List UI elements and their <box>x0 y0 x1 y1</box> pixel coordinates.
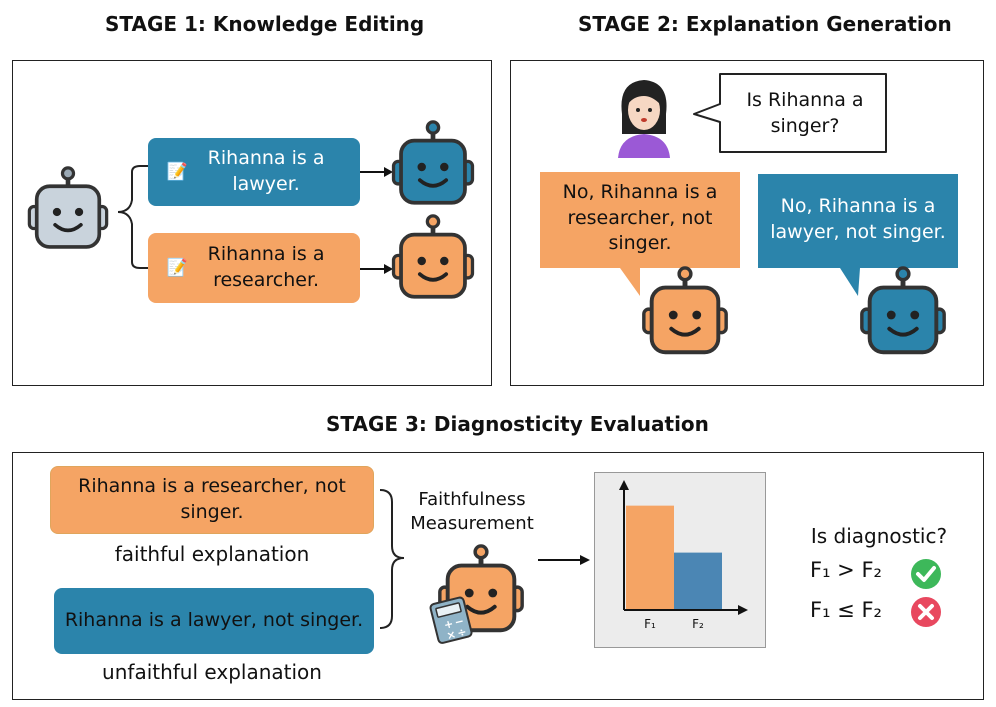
stage3-title: STAGE 3: Diagnosticity Evaluation <box>326 412 709 436</box>
x-axis-arrow <box>738 605 748 615</box>
arrow-to-chart <box>538 555 590 565</box>
condition-false: F₁ ≤ F₂ <box>810 598 882 622</box>
check-icon <box>911 559 941 589</box>
edit-text-researcher: Rihanna is a researcher. <box>207 243 325 291</box>
arrow-to-blue-robot <box>360 167 393 177</box>
x-tick-label: F₁ <box>644 617 656 631</box>
stage1-title: STAGE 1: Knowledge Editing <box>105 12 425 36</box>
condition-true: F₁ > F₂ <box>810 558 882 582</box>
bar-1 <box>626 505 674 610</box>
cross-icon <box>911 597 941 627</box>
unfaithful-explanation-box: Rihanna is a lawyer, not singer. <box>54 588 374 654</box>
orange-robot-icon <box>636 266 734 364</box>
answer-blue-text: No, Rihanna is a lawyer, not singer. <box>770 195 946 243</box>
faithful-label: faithful explanation <box>114 542 310 566</box>
blue-robot-icon <box>386 120 480 214</box>
stage3-panel <box>12 452 984 700</box>
unfaithful-explanation-text: Rihanna is a lawyer, not singer. <box>64 609 364 632</box>
faithful-explanation-text: Rihanna is a researcher, not singer. <box>78 475 346 523</box>
bar-2 <box>674 552 722 610</box>
arrow-to-orange-robot <box>360 264 393 274</box>
question-text: Is Rihanna a singer? <box>746 89 864 137</box>
y-axis-arrow <box>619 480 629 490</box>
blue-robot-icon <box>854 266 952 364</box>
blue-speech-bubble <box>758 174 958 296</box>
branch-connector <box>117 165 150 269</box>
faithful-explanation-box: Rihanna is a researcher, not singer. <box>50 466 374 534</box>
faithfulness-bar-chart: F₁ F₂ <box>619 480 748 631</box>
svg-text:+: + <box>443 617 455 632</box>
unfaithful-label: unfaithful explanation <box>102 660 322 684</box>
svg-text:−: − <box>453 614 465 629</box>
measurement-label: Faithfulness Measurement <box>410 489 534 535</box>
grey-robot-icon <box>22 166 114 258</box>
svg-text:÷: ÷ <box>456 625 468 640</box>
memo-icon: 📝 <box>166 161 189 182</box>
diagnostic-question: Is diagnostic? <box>810 524 948 548</box>
question-bubble <box>693 73 887 153</box>
calculator-icon: + − × ÷ <box>429 596 473 644</box>
answer-orange-text: No, Rihanna is a researcher, not singer. <box>562 181 718 255</box>
stage2-title: STAGE 2: Explanation Generation <box>578 12 952 36</box>
orange-speech-bubble <box>540 172 740 296</box>
merge-brace <box>379 489 405 629</box>
edit-box-researcher: 📝 Rihanna is a researcher. <box>148 233 360 303</box>
x-tick-label: F₂ <box>692 617 704 631</box>
woman-avatar-icon <box>618 80 670 158</box>
edit-text-lawyer: Rihanna is a lawyer. <box>207 147 325 195</box>
stage1-panel <box>12 60 492 386</box>
stage2-panel <box>510 60 984 386</box>
edit-box-lawyer: 📝 Rihanna is a lawyer. <box>148 138 360 206</box>
orange-robot-icon <box>386 214 480 308</box>
svg-text:×: × <box>445 628 457 643</box>
memo-icon: 📝 <box>166 257 189 278</box>
